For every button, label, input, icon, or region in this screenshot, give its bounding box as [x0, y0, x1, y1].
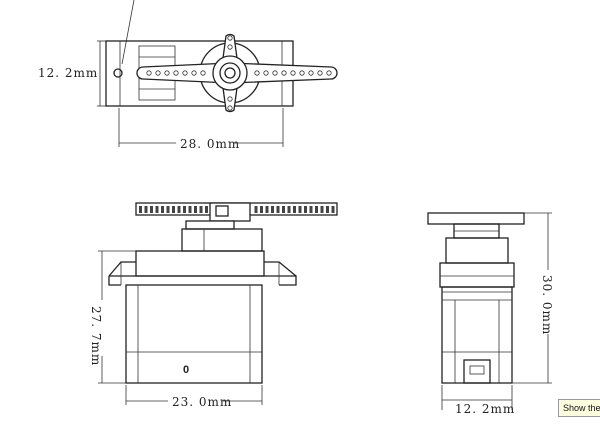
dim-side-height: 30. 0mm	[540, 275, 554, 335]
gear-tooth	[188, 206, 192, 213]
front-view: 0 27. 7mm 23. 0mm	[89, 202, 338, 409]
horn-center-notch	[215, 205, 229, 217]
gear-teeth	[139, 206, 335, 213]
flange-bevel-left	[108, 261, 136, 277]
horn-arm-right	[229, 62, 338, 84]
horn-arm-left	[136, 62, 231, 84]
flange-bevel-right	[264, 261, 297, 277]
gear-tooth	[320, 206, 324, 213]
gear-tooth	[183, 206, 186, 213]
gear-tooth	[331, 206, 335, 213]
side-cable-exit	[463, 359, 491, 384]
gear-tooth	[304, 206, 307, 213]
gear-tooth	[194, 206, 197, 213]
horn-holes	[146, 35, 332, 111]
gear-tooth	[309, 206, 313, 213]
upper-housing	[135, 250, 265, 277]
gear-tooth	[298, 206, 302, 213]
gear-tooth	[177, 206, 181, 213]
dim-top-height: 12. 2mm	[38, 66, 98, 80]
gear-tooth	[161, 206, 164, 213]
gear-tooth	[254, 206, 258, 213]
gear-tooth	[326, 206, 329, 213]
gear-tower	[181, 228, 263, 252]
gear-tooth	[265, 206, 269, 213]
gear-tooth	[144, 206, 148, 213]
dim-side-width: 12. 2mm	[455, 402, 515, 416]
gear-tooth	[155, 206, 159, 213]
gear-tooth	[260, 206, 263, 213]
gear-tooth	[199, 206, 203, 213]
side-flange	[439, 262, 515, 288]
gear-tooth	[205, 206, 208, 213]
gear-tooth	[150, 206, 153, 213]
gear-tooth	[166, 206, 170, 213]
gear-tooth	[315, 206, 318, 213]
body-mark: 0	[183, 364, 189, 376]
side-view: 30. 0mm 12. 2mm	[427, 212, 554, 416]
gear-tooth	[282, 206, 285, 213]
shaft	[185, 220, 235, 230]
gear-tooth	[287, 206, 291, 213]
horn-hub	[212, 55, 248, 91]
side-lower-body	[441, 286, 513, 384]
dim-front-height: 27. 7mm	[89, 306, 103, 366]
mounting-hole	[113, 68, 123, 78]
leader-line	[121, 0, 135, 65]
mounting-flange	[108, 275, 297, 286]
side-horn-plate	[427, 212, 525, 225]
dim-front-width: 23. 0mm	[172, 395, 232, 409]
tooltip: Show the b	[558, 399, 600, 417]
side-upper-housing	[445, 237, 509, 264]
hub-screw	[224, 67, 236, 79]
gear-tooth	[276, 206, 280, 213]
lower-body	[125, 284, 263, 384]
gear-tooth	[271, 206, 274, 213]
hub-ring	[219, 62, 241, 84]
gear-tooth	[172, 206, 175, 213]
side-cable-slot	[469, 365, 485, 375]
gear-tooth	[293, 206, 296, 213]
gear-tooth	[139, 206, 142, 213]
top-view: 12. 2mm 28. 0mm	[38, 0, 338, 151]
dim-top-width: 28. 0mm	[180, 137, 240, 151]
